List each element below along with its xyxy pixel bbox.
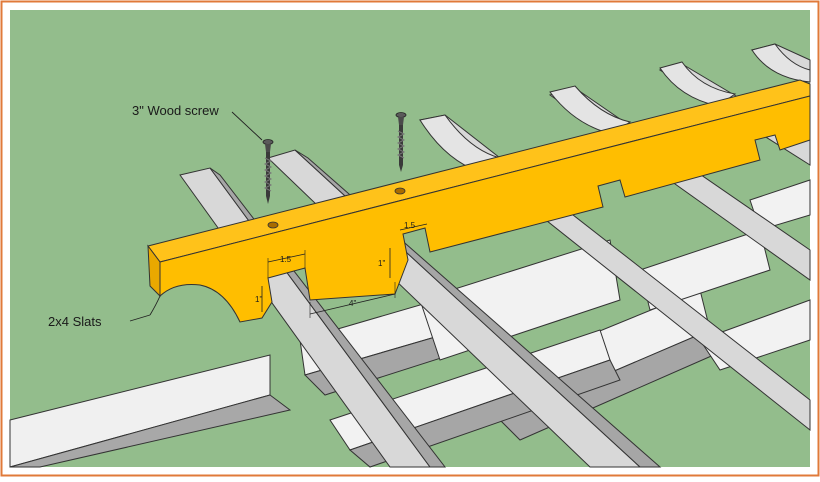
notch-width-label-2: 1.5 — [404, 221, 416, 230]
notch-spacing-label: 4" — [349, 299, 356, 308]
notch-depth-label: 1" — [255, 295, 262, 304]
dimension-lines — [261, 223, 428, 318]
slats-label: 2x4 Slats — [48, 314, 102, 329]
screw-leader-line — [231, 111, 263, 141]
callouts: 3" Wood screw 2x4 Slats 1.5 1.5 1" 1" 4" — [48, 103, 416, 329]
notch-width-label: 1.5 — [280, 255, 292, 264]
wood-screw-label: 3" Wood screw — [132, 103, 219, 118]
wood-screw-icon — [262, 112, 407, 204]
notched-slat — [147, 79, 811, 323]
notch-depth-label-2: 1" — [378, 259, 385, 268]
slat-leader-line — [129, 314, 151, 322]
